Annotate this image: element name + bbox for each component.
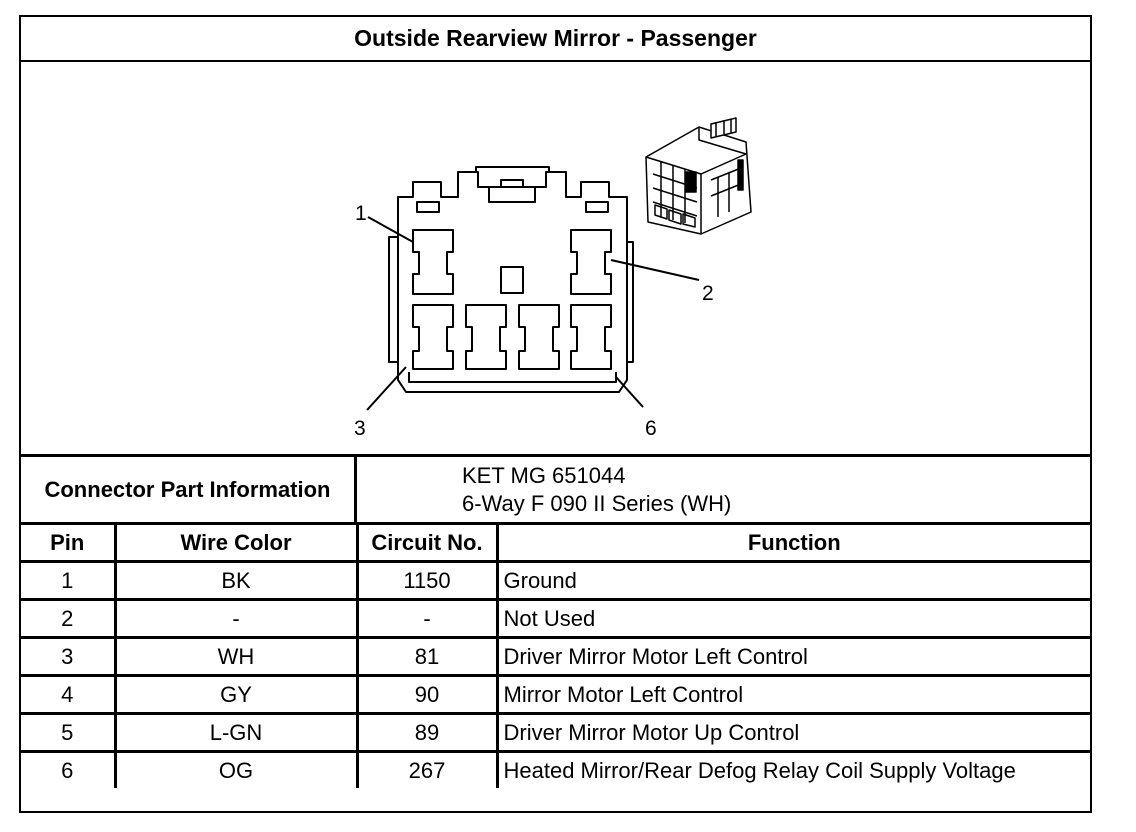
header-circuit-no: Circuit No. bbox=[355, 525, 499, 563]
cell-wire-color: - bbox=[113, 598, 359, 639]
cell-circuit: 1150 bbox=[355, 560, 499, 601]
connector-figure: 1 2 3 6 bbox=[21, 62, 1090, 454]
table-row: 2 - - Not Used bbox=[21, 598, 1090, 639]
cell-circuit: 267 bbox=[355, 750, 499, 788]
cell-pin: 1 bbox=[21, 560, 117, 601]
cell-pin: 2 bbox=[21, 598, 117, 639]
pin-table: Pin Wire Color Circuit No. Function 1 BK… bbox=[21, 525, 1090, 788]
table-row: 4 GY 90 Mirror Motor Left Control bbox=[21, 674, 1090, 715]
cell-pin: 3 bbox=[21, 636, 117, 677]
connector-latch bbox=[475, 166, 550, 172]
cell-function: Ground bbox=[495, 560, 1090, 601]
cell-wire-color: BK bbox=[113, 560, 359, 601]
cell-wire-color: GY bbox=[113, 674, 359, 715]
cell-function: Driver Mirror Motor Up Control bbox=[495, 712, 1090, 753]
connector-part-number: KET MG 651044 bbox=[462, 462, 626, 488]
cell-function: Mirror Motor Left Control bbox=[495, 674, 1090, 715]
connector-isometric-view bbox=[645, 117, 752, 235]
cell-pin: 4 bbox=[21, 674, 117, 715]
connector-description: 6-Way F 090 II Series (WH) bbox=[462, 490, 732, 516]
header-pin: Pin bbox=[21, 525, 117, 563]
pin-callout-6: 6 bbox=[645, 417, 657, 440]
cell-wire-color: OG bbox=[113, 750, 359, 788]
pin-callout-2: 2 bbox=[702, 282, 714, 305]
header-function: Function bbox=[495, 525, 1090, 563]
connector-sheet: Outside Rearview Mirror - Passenger bbox=[19, 15, 1092, 813]
table-row: 6 OG 267 Heated Mirror/Rear Defog Relay … bbox=[21, 750, 1090, 788]
pin-callout-1: 1 bbox=[355, 202, 367, 225]
header-wire-color: Wire Color bbox=[113, 525, 359, 563]
pin-table-header: Pin Wire Color Circuit No. Function bbox=[21, 525, 1090, 563]
cavity-pin-5 bbox=[518, 304, 560, 370]
cavity-pin-6 bbox=[570, 304, 612, 370]
cell-pin: 5 bbox=[21, 712, 117, 753]
cell-function: Not Used bbox=[495, 598, 1090, 639]
cell-pin: 6 bbox=[21, 750, 117, 788]
pin-callout-3: 3 bbox=[354, 417, 366, 440]
center-key bbox=[500, 266, 524, 294]
cell-circuit: 81 bbox=[355, 636, 499, 677]
cell-wire-color: WH bbox=[113, 636, 359, 677]
cavity-pin-2 bbox=[570, 229, 612, 295]
table-row: 5 L-GN 89 Driver Mirror Motor Up Control bbox=[21, 712, 1090, 753]
cavity-pin-3 bbox=[412, 304, 454, 370]
page-title: Outside Rearview Mirror - Passenger bbox=[21, 17, 1090, 62]
cell-wire-color: L-GN bbox=[113, 712, 359, 753]
connector-part-info-value: KET MG 651044 6-Way F 090 II Series (WH) bbox=[357, 457, 1090, 522]
connector-part-info: Connector Part Information KET MG 651044… bbox=[21, 454, 1090, 525]
table-row: 1 BK 1150 Ground bbox=[21, 560, 1090, 601]
cell-circuit: 89 bbox=[355, 712, 499, 753]
cell-circuit: - bbox=[355, 598, 499, 639]
connector-face-diagram: 1 2 3 6 bbox=[354, 117, 752, 440]
cavity-pin-4 bbox=[465, 304, 507, 370]
cell-function: Heated Mirror/Rear Defog Relay Coil Supp… bbox=[495, 750, 1090, 788]
table-row: 3 WH 81 Driver Mirror Motor Left Control bbox=[21, 636, 1090, 677]
cell-function: Driver Mirror Motor Left Control bbox=[495, 636, 1090, 677]
connector-part-info-label: Connector Part Information bbox=[21, 457, 357, 522]
cavity-pin-1 bbox=[412, 229, 454, 295]
connector-housing bbox=[397, 171, 628, 393]
cell-circuit: 90 bbox=[355, 674, 499, 715]
